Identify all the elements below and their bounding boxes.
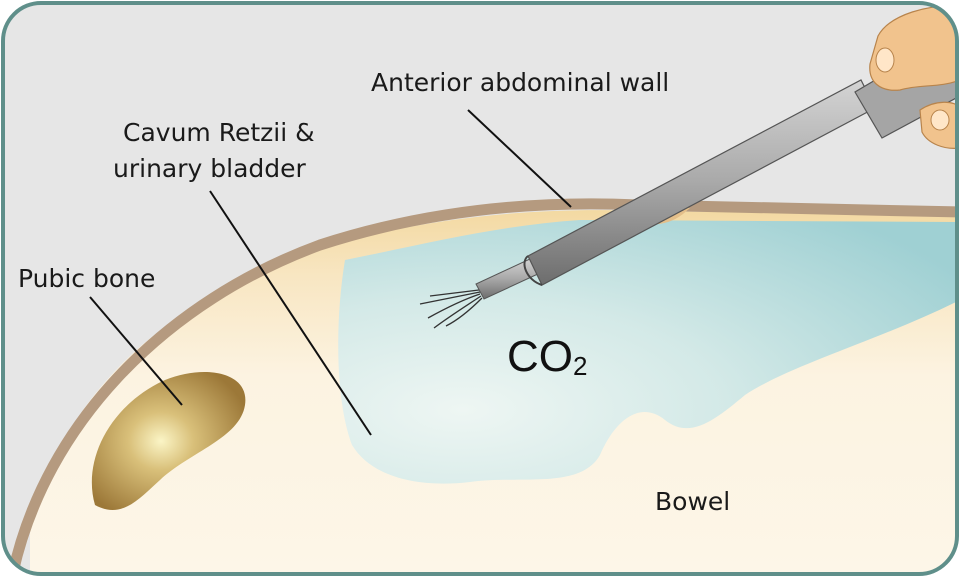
label-cavum-retzii-line2: urinary bladder — [113, 154, 306, 183]
hand-illustration — [869, 5, 957, 149]
leader-lines — [89, 109, 572, 436]
label-bowel: Bowel — [655, 487, 731, 516]
co2-main: CO — [507, 332, 573, 381]
label-co2: CO2 — [507, 332, 587, 391]
label-cavum-retzii-line1: Cavum Retzii & — [123, 118, 315, 147]
instrument-tips — [419, 289, 483, 329]
pubic-bone-shape — [91, 372, 246, 510]
abdominal-wall — [6, 198, 957, 574]
leader-cavum-retzii — [209, 190, 372, 436]
label-pubic-bone: Pubic bone — [18, 264, 156, 293]
shaft-opening — [523, 255, 543, 286]
co2-subscript: 2 — [573, 351, 588, 381]
label-anterior-abdominal-wall: Anterior abdominal wall — [371, 68, 670, 97]
leader-pubic-bone — [89, 296, 183, 406]
leader-anterior-wall — [467, 109, 572, 208]
